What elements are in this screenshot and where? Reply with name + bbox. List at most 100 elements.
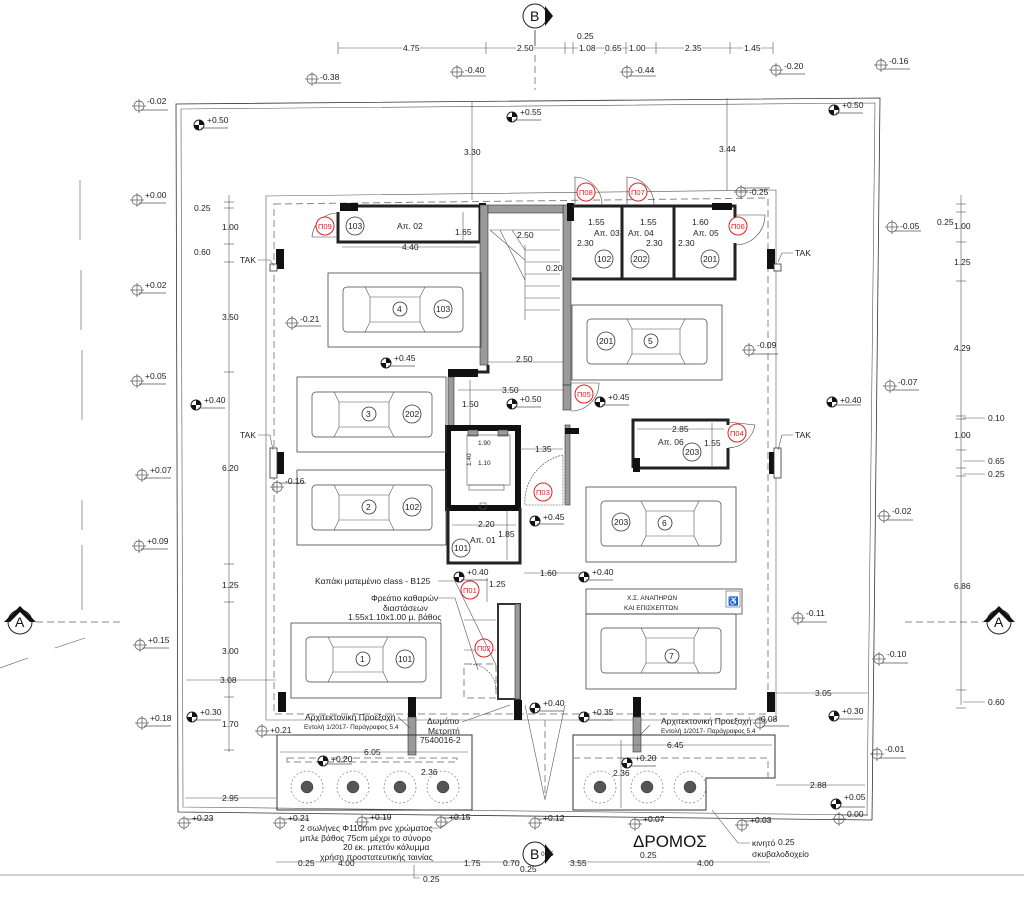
parking-space-5: 201 5 [571, 304, 723, 381]
level-values: -0.38 -0.40 -0.44 -0.20 -0.16 -0.02 +0.5… [145, 56, 920, 825]
svg-text:Π06: Π06 [731, 222, 745, 231]
svg-text:Π07: Π07 [631, 188, 645, 197]
svg-text:+0.55: +0.55 [520, 107, 542, 117]
svg-text:-0.08: -0.08 [758, 714, 778, 724]
svg-text:Απ. 05: Απ. 05 [693, 228, 719, 238]
svg-text:+0.05: +0.05 [844, 792, 866, 802]
building-setback-line [265, 189, 777, 721]
svg-text:3.44: 3.44 [719, 144, 736, 154]
svg-text:0.25: 0.25 [778, 837, 795, 847]
top-dimension-string: 4.75 2.50 0.25 1.08 0.65 1.00 2.35 1.45 [337, 31, 774, 54]
svg-text:+0.40: +0.40 [543, 698, 565, 708]
planter-right: 6.45 2.36 2.88 3.05 [572, 688, 868, 811]
svg-text:3.30: 3.30 [464, 147, 481, 157]
svg-text:+0.07: +0.07 [643, 814, 665, 824]
annotations-left: Καπάκι ματεμένιο class - B125 Φρεάτιο κα… [304, 576, 511, 745]
svg-text:1.25: 1.25 [222, 580, 239, 590]
svg-text:1.08: 1.08 [579, 43, 596, 53]
svg-text:0.70: 0.70 [503, 858, 520, 868]
svg-text:0.10: 0.10 [988, 413, 1005, 423]
storage-ap01: 2.20 1.85 101 Απ. 01 [446, 508, 522, 565]
svg-text:2.20: 2.20 [478, 519, 495, 529]
storage-ap06: Π04 2.85 Απ. 06 1.55 203 [631, 418, 756, 472]
svg-text:-0.09: -0.09 [757, 340, 777, 350]
svg-text:Απ. 06: Απ. 06 [658, 437, 684, 447]
svg-text:-0.11: -0.11 [806, 608, 825, 618]
svg-text:+0.12: +0.12 [543, 813, 565, 823]
svg-text:+0.15: +0.15 [449, 812, 471, 822]
svg-text:3.55: 3.55 [570, 858, 587, 868]
svg-text:-0.16: -0.16 [889, 56, 909, 66]
svg-text:4.00: 4.00 [338, 858, 355, 868]
svg-text:2.30: 2.30 [678, 238, 695, 248]
svg-text:Π02: Π02 [477, 644, 491, 653]
svg-text:0.25: 0.25 [577, 31, 594, 41]
svg-text:2.35: 2.35 [685, 43, 702, 53]
svg-text:-0.21: -0.21 [300, 314, 320, 324]
svg-text:+0.21: +0.21 [288, 813, 310, 823]
svg-text:-0.20: -0.20 [784, 61, 804, 71]
svg-text:+0.00: +0.00 [145, 190, 167, 200]
svg-text:Αρχιτεκτονική Προεξοχή: Αρχιτεκτονική Προεξοχή [305, 712, 396, 722]
parking-space-7-disabled: 7 Χ.Σ. ΑΝΑΠΗΡΩΝ ΚΑΙ ΕΠΙΣΚΕΠΤΩΝ ♿ [585, 588, 743, 690]
svg-text:+0.05: +0.05 [145, 371, 167, 381]
svg-text:Καπάκι ματεμένιο class - B125: Καπάκι ματεμένιο class - B125 [315, 576, 431, 586]
door-p05: Π05 [562, 382, 600, 412]
svg-text:σκυβαλοδοχείο: σκυβαλοδοχείο [752, 849, 809, 859]
svg-text:+0.40: +0.40 [467, 567, 489, 577]
svg-text:Δωμάτιο: Δωμάτιο [427, 716, 459, 726]
svg-text:+0.40: +0.40 [204, 395, 226, 405]
svg-text:-0.07: -0.07 [898, 377, 918, 387]
svg-text:Χ.Σ. ΑΝΑΠΗΡΩΝ: Χ.Σ. ΑΝΑΠΗΡΩΝ [627, 595, 677, 602]
svg-text:0.25: 0.25 [194, 203, 211, 213]
svg-text:3.08: 3.08 [220, 675, 237, 685]
svg-text:102: 102 [405, 502, 419, 512]
section-marker-a-left: A [0, 180, 120, 669]
svg-text:3.50: 3.50 [502, 385, 519, 395]
svg-text:1.55: 1.55 [704, 438, 721, 448]
svg-text:-0.01: -0.01 [885, 744, 905, 754]
svg-text:0.00: 0.00 [847, 809, 864, 819]
svg-text:101: 101 [398, 654, 412, 664]
svg-text:2.50: 2.50 [517, 230, 534, 240]
svg-text:+0.30: +0.30 [200, 707, 222, 717]
svg-text:Αρχιτεκτονική Προεξοχή: Αρχιτεκτονική Προεξοχή [661, 716, 752, 726]
svg-text:Εντολή 1/2017- Παράγραφος 5.4: Εντολή 1/2017- Παράγραφος 5.4 [661, 727, 756, 735]
svg-text:B: B [530, 846, 539, 862]
svg-text:2.88: 2.88 [810, 780, 827, 790]
svg-text:1.25: 1.25 [954, 257, 971, 267]
svg-text:2.30: 2.30 [577, 238, 594, 248]
svg-text:201: 201 [599, 336, 613, 346]
svg-text:4.29: 4.29 [954, 343, 971, 353]
svg-text:+0.45: +0.45 [608, 392, 630, 402]
svg-text:+0.07: +0.07 [150, 465, 172, 475]
svg-text:0.20: 0.20 [546, 263, 563, 273]
svg-text:2.36: 2.36 [421, 767, 438, 777]
svg-text:Απ. 01: Απ. 01 [470, 535, 496, 545]
svg-text:+0.35: +0.35 [592, 707, 614, 717]
svg-text:+0.19: +0.19 [370, 812, 392, 822]
svg-text:1: 1 [360, 654, 365, 664]
svg-text:Π09: Π09 [318, 222, 332, 231]
svg-text:χρήση προστατευτικής ταινίας: χρήση προστατευτικής ταινίας [320, 852, 433, 862]
svg-text:-0.05: -0.05 [900, 221, 920, 231]
svg-text:-0.40: -0.40 [465, 65, 485, 75]
svg-text:+0.40: +0.40 [840, 395, 862, 405]
svg-text:4.40: 4.40 [402, 242, 419, 252]
svg-text:1.60: 1.60 [540, 568, 557, 578]
road-label: ΔΡΟΜΟΣ [633, 832, 707, 851]
svg-text:διαστάσεων: διαστάσεων [383, 603, 428, 613]
level-markers [130, 58, 921, 832]
svg-text:20 εκ. μπετόν κάλυμμα: 20 εκ. μπετόν κάλυμμα [343, 842, 429, 852]
svg-text:202: 202 [633, 254, 647, 264]
svg-text:6.05: 6.05 [364, 747, 381, 757]
svg-text:+0.15: +0.15 [148, 635, 170, 645]
section-marker-a-right: A [905, 606, 1015, 635]
svg-text:Π03: Π03 [536, 488, 550, 497]
svg-text:1.65: 1.65 [455, 227, 472, 237]
svg-text:1.55: 1.55 [640, 217, 657, 227]
svg-text:202: 202 [405, 409, 419, 419]
svg-text:+0.40: +0.40 [592, 567, 614, 577]
svg-text:203: 203 [614, 517, 628, 527]
